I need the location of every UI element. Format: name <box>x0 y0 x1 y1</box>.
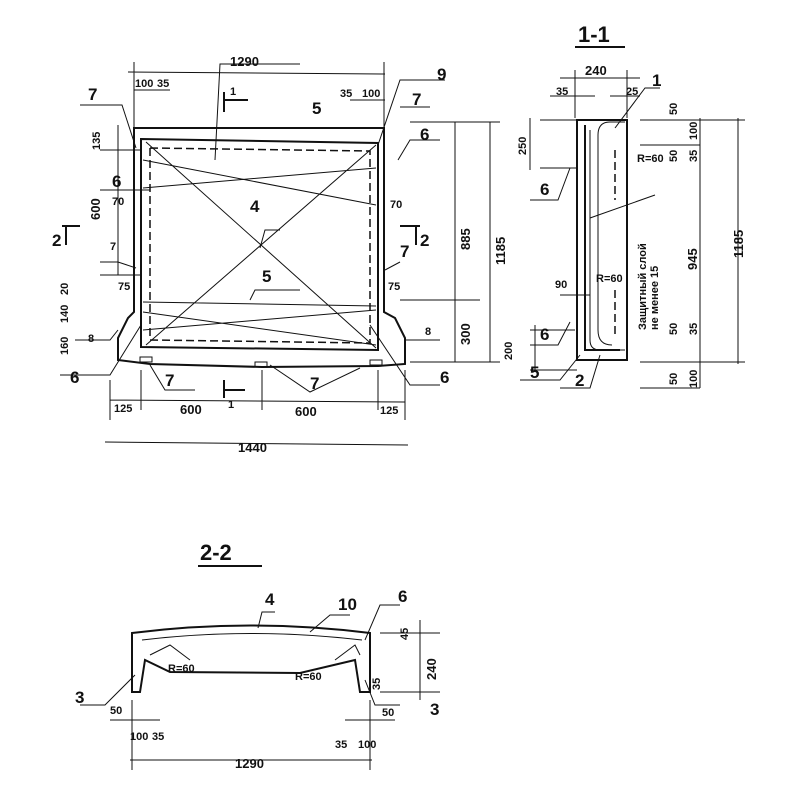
callout-3-right: 3 <box>430 700 439 719</box>
callout-7-bottom-right: 7 <box>310 374 319 393</box>
dim-50-top: 50 <box>668 103 680 115</box>
section-mark-2-right: 2 <box>420 231 429 250</box>
dim-50-left: 50 <box>110 705 122 717</box>
dim-35: 35 <box>556 86 568 98</box>
callout-6: 6 <box>398 587 407 606</box>
section-mark-2-left: 2 <box>52 231 61 250</box>
dim-100-top: 100 <box>688 122 700 140</box>
dim-125-right: 125 <box>380 405 398 417</box>
dim-600-left: 600 <box>88 198 103 220</box>
dim-50-right: 50 <box>382 707 394 719</box>
dim-140: 140 <box>59 305 71 323</box>
dim-35-left: 35 <box>152 731 164 743</box>
dim-25: 25 <box>626 86 638 98</box>
dim-50-bottom: 50 <box>668 373 680 385</box>
dim-1290: 1290 <box>230 54 259 69</box>
callout-7-bottom-left: 7 <box>165 371 174 390</box>
dim-35: 35 <box>371 678 383 690</box>
callout-7-mid-left: 7 <box>110 241 116 253</box>
callout-7-top-right: 7 <box>412 90 421 109</box>
dim-1185: 1185 <box>731 230 746 258</box>
callout-7-top-left: 7 <box>88 85 97 104</box>
callout-9: 9 <box>437 65 446 84</box>
dim-1440: 1440 <box>238 440 267 455</box>
plan-view: 1290 100 35 35 100 135 600 70 70 75 75 2… <box>52 54 508 455</box>
dim-70-right: 70 <box>390 199 402 211</box>
dim-135: 135 <box>91 132 103 150</box>
dim-885: 885 <box>458 228 473 250</box>
dim-100-bottom: 100 <box>688 370 700 388</box>
dim-35-right: 35 <box>335 739 347 751</box>
dim-250: 250 <box>517 137 529 155</box>
dim-35-lower: 35 <box>688 323 700 335</box>
dim-100-left: 100 <box>130 731 148 743</box>
cover-note-line2: не менее 15 <box>649 266 661 330</box>
dim-50-lower: 50 <box>668 323 680 335</box>
callout-3-left: 3 <box>75 688 84 707</box>
callout-10: 10 <box>338 595 357 614</box>
dim-35-left: 35 <box>157 78 169 90</box>
section-mark-1-bottom: 1 <box>228 399 234 411</box>
section-1-1-title: 1-1 <box>578 22 610 47</box>
dim-45: 45 <box>399 628 411 640</box>
callout-5: 5 <box>530 363 539 382</box>
callout-8-left: 8 <box>88 333 94 345</box>
dim-50-mid: 50 <box>668 150 680 162</box>
dim-90: 90 <box>555 279 567 291</box>
dim-100-left: 100 <box>135 78 153 90</box>
dim-75-left: 75 <box>118 281 130 293</box>
callout-6-lower: 6 <box>540 325 549 344</box>
dim-75-right: 75 <box>388 281 400 293</box>
dim-100-right: 100 <box>362 88 380 100</box>
dim-70-left: 70 <box>112 196 124 208</box>
callout-6-left: 6 <box>112 172 121 191</box>
dim-300: 300 <box>458 323 473 345</box>
callout-5-top: 5 <box>312 99 321 118</box>
callout-2: 2 <box>575 371 584 390</box>
dim-20: 20 <box>59 283 71 295</box>
section-2-2-title: 2-2 <box>200 540 232 565</box>
dim-240: 240 <box>424 658 439 680</box>
cover-note-line1: Защитный слой <box>637 243 649 330</box>
radius-r60-left: R=60 <box>168 663 195 675</box>
callout-1: 1 <box>652 71 661 90</box>
callout-7-mid-right: 7 <box>400 242 409 261</box>
callout-8-right: 8 <box>425 326 431 338</box>
section-mark-1-top: 1 <box>230 86 236 98</box>
callout-6-bottom-left: 6 <box>70 368 79 387</box>
callout-6-upper: 6 <box>540 180 549 199</box>
dim-35-top: 35 <box>688 150 700 162</box>
callout-6-right: 6 <box>420 125 429 144</box>
callout-6-bottom-right: 6 <box>440 368 449 387</box>
dim-1185: 1185 <box>493 237 508 265</box>
dim-125-left: 125 <box>114 403 132 415</box>
radius-r60-top: R=60 <box>637 153 664 165</box>
dim-35-right: 35 <box>340 88 352 100</box>
callout-5-bottom: 5 <box>262 267 271 286</box>
dim-945: 945 <box>685 248 700 270</box>
dim-600-bottom-right: 600 <box>295 404 317 419</box>
radius-r60-right: R=60 <box>295 671 322 683</box>
radius-r60-bottom: R=60 <box>596 273 623 285</box>
callout-4: 4 <box>265 590 275 609</box>
dim-240: 240 <box>585 63 607 78</box>
dim-1290: 1290 <box>235 756 264 771</box>
dim-200: 200 <box>503 342 515 360</box>
section-2-2: 2-2 R=60 R=60 45 240 35 50 50 100 35 35 … <box>75 540 440 771</box>
callout-4: 4 <box>250 197 260 216</box>
dim-600-bottom-left: 600 <box>180 402 202 417</box>
section-1-1: 1-1 240 35 25 250 R=60 R=60 90 200 50 10… <box>503 22 746 390</box>
dim-100-right: 100 <box>358 739 376 751</box>
dim-160: 160 <box>59 337 71 355</box>
